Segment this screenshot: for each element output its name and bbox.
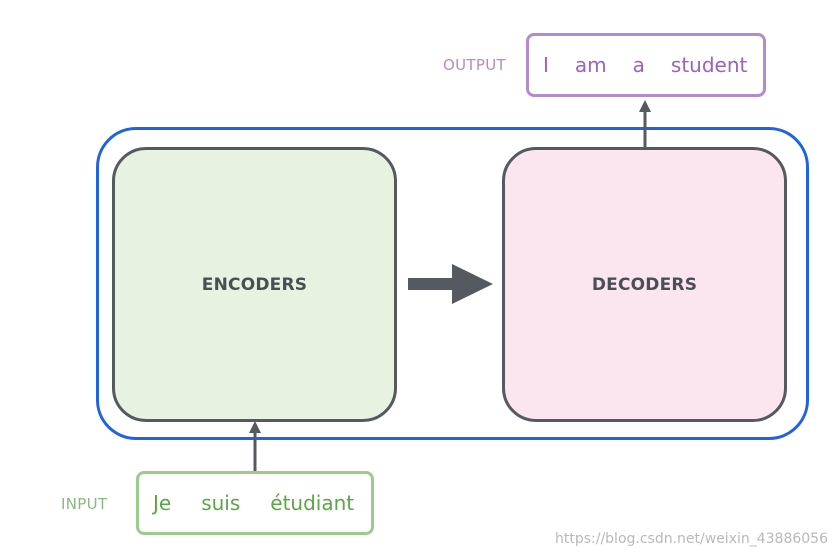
transformer-container: [96, 127, 809, 440]
output-token: am: [574, 53, 607, 77]
encoder-to-decoder-arrow: [408, 264, 493, 304]
decoder-to-output-arrow: [639, 100, 651, 147]
watermark-text: https://blog.csdn.net/weixin_43886056: [554, 531, 828, 547]
input-token: suis: [201, 491, 241, 515]
output-token: student: [670, 53, 748, 77]
decoders-block: DECODERS: [502, 147, 787, 422]
decoders-label: DECODERS: [591, 274, 698, 295]
input-token: Je: [153, 491, 172, 515]
output-token: I: [543, 53, 549, 77]
input-token-box: Je suis étudiant: [136, 471, 374, 535]
input-to-encoder-arrow: [249, 421, 261, 471]
encoders-label: ENCODERS: [201, 274, 308, 295]
input-token: étudiant: [270, 491, 355, 515]
input-label: INPUT: [61, 495, 108, 513]
output-token: a: [632, 53, 645, 77]
encoders-block: ENCODERS: [112, 147, 397, 422]
output-token-box: I am a student: [526, 33, 766, 97]
output-label: OUTPUT: [443, 56, 506, 74]
